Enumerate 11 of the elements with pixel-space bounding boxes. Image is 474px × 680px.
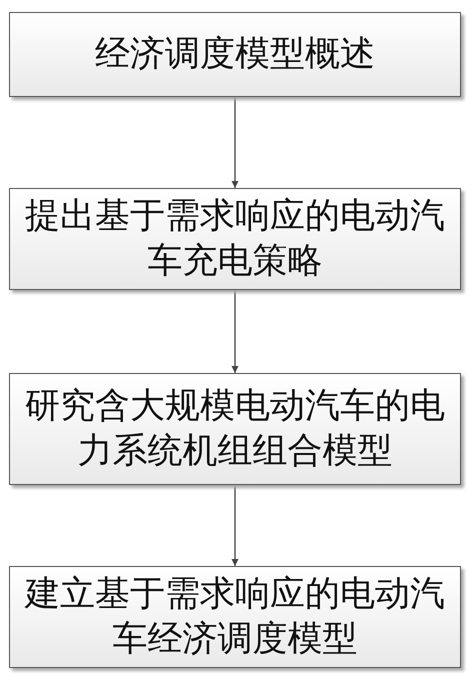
process-box bbox=[9, 373, 461, 485]
arrow bbox=[232, 485, 238, 566]
process-box bbox=[9, 566, 461, 668]
step-text: 经济调度模型概述 bbox=[95, 32, 375, 76]
arrow bbox=[232, 97, 238, 188]
step-text: 提出基于需求响应的电动汽车充电策略 bbox=[24, 194, 446, 283]
process-box bbox=[9, 12, 461, 97]
arrow bbox=[232, 290, 238, 373]
step-text: 建立基于需求响应的电动汽车经济调度模型 bbox=[24, 572, 446, 661]
process-box bbox=[9, 188, 461, 290]
step-text: 研究含大规模电动汽车的电力系统机组组合模型 bbox=[24, 384, 446, 473]
